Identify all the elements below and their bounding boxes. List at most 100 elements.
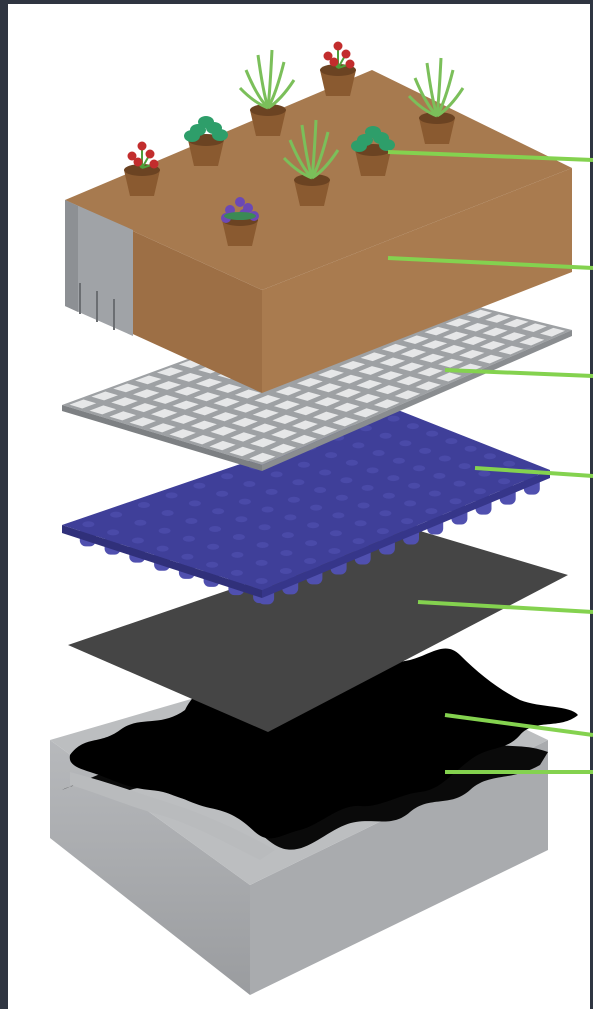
drainage-dimple xyxy=(450,498,462,504)
drainage-dimple xyxy=(340,477,352,483)
leaf xyxy=(351,140,367,152)
drainage-dimple xyxy=(298,462,310,468)
drainage-dimple xyxy=(352,442,364,448)
drainage-dimple xyxy=(259,524,271,530)
drainage-dimple xyxy=(353,538,365,544)
drainage-dimple xyxy=(193,483,205,489)
drainage-dimple xyxy=(419,448,431,454)
drainage-dimple xyxy=(256,560,268,566)
drainage-dimple xyxy=(314,487,326,493)
drainage-dimple xyxy=(404,500,416,506)
drainage-dimple xyxy=(304,558,316,564)
drainage-dimple xyxy=(478,471,490,477)
drainage-dimple xyxy=(271,471,283,477)
red-flower xyxy=(346,60,355,69)
drainage-dimple xyxy=(426,431,438,437)
drainage-dimple xyxy=(162,510,174,516)
drainage-dimple xyxy=(445,438,457,444)
drainage-dimple xyxy=(157,546,169,552)
drainage-dimple xyxy=(280,568,292,574)
drainage-dimple xyxy=(355,520,367,526)
drainage-dimple xyxy=(439,456,451,462)
drainage-dimple xyxy=(231,552,243,558)
drainage-dimple xyxy=(138,502,150,508)
drainage-dimple xyxy=(185,518,197,524)
drainage-dimple xyxy=(401,518,413,524)
soil-edge-panel-shade xyxy=(65,200,78,312)
leaf xyxy=(379,139,395,151)
drainage-dimple xyxy=(292,479,304,485)
drainage-dimple xyxy=(132,538,144,544)
leaf xyxy=(184,130,200,142)
drainage-dimple xyxy=(216,491,228,497)
drainage-dimple xyxy=(239,499,251,505)
drainage-dimple xyxy=(134,520,146,526)
drainage-dimple xyxy=(266,489,278,495)
drainage-dimple xyxy=(399,440,411,446)
leaf xyxy=(365,126,381,138)
drainage-dimple xyxy=(433,473,445,479)
drainage-dimple xyxy=(257,542,269,548)
drainage-dimple xyxy=(407,423,419,429)
drainage-dimple xyxy=(256,578,268,584)
drainage-dimple xyxy=(330,530,342,536)
drainage-dimple xyxy=(107,529,119,535)
drainage-dimple xyxy=(207,544,219,550)
red-flower xyxy=(138,142,147,151)
drainage-dimple xyxy=(159,528,171,534)
drainage-dimple xyxy=(380,433,392,439)
drainage-dimple xyxy=(262,507,274,513)
drainage-dimple xyxy=(484,453,496,459)
drainage-dimple xyxy=(166,492,178,498)
drainage-dimple xyxy=(110,512,122,518)
drainage-dimple xyxy=(206,562,218,568)
drainage-dimple xyxy=(82,521,94,527)
red-flower xyxy=(334,42,343,51)
leaf xyxy=(198,116,214,128)
drainage-dimple xyxy=(319,470,331,476)
drainage-dimple xyxy=(235,516,247,522)
drainage-dimple xyxy=(181,554,193,560)
drainage-dimple xyxy=(383,493,395,499)
purple-flower xyxy=(235,197,245,207)
drainage-dimple xyxy=(305,540,317,546)
drainage-dimple xyxy=(465,446,477,452)
drainage-dimple xyxy=(310,505,322,511)
drainage-dimple xyxy=(413,465,425,471)
drainage-dimple xyxy=(408,483,420,489)
red-flower xyxy=(150,160,159,169)
drainage-dimple xyxy=(212,508,224,514)
drainage-dimple xyxy=(336,495,348,501)
drainage-dimple xyxy=(307,522,319,528)
drainage-dimple xyxy=(243,481,255,487)
drainage-dimple xyxy=(328,548,340,554)
drainage-dimple xyxy=(393,458,405,464)
drainage-dimple xyxy=(459,463,471,469)
drainage-dimple xyxy=(231,570,243,576)
drainage-dimple xyxy=(379,510,391,516)
drainage-dimple xyxy=(454,481,466,487)
drainage-dimple xyxy=(221,473,233,479)
drainage-dimple xyxy=(373,450,385,456)
drainage-dimple xyxy=(183,536,195,542)
red-flower xyxy=(342,50,351,59)
red-flower xyxy=(146,150,155,159)
drainage-dimple xyxy=(233,534,245,540)
drainage-dimple xyxy=(387,475,399,481)
drainage-dimple xyxy=(377,528,389,534)
drainage-dimple xyxy=(325,452,337,458)
drainage-dimple xyxy=(474,488,486,494)
drainage-dimple xyxy=(288,497,300,503)
drainage-dimple xyxy=(367,467,379,473)
leaf xyxy=(224,212,256,220)
drainage-dimple xyxy=(332,512,344,518)
drainage-dimple xyxy=(498,478,510,484)
red-flower xyxy=(330,58,339,67)
drainage-dimple xyxy=(358,503,370,509)
drainage-dimple xyxy=(362,485,374,491)
drainage-dimple xyxy=(189,500,201,506)
drainage-dimple xyxy=(282,532,294,538)
drainage-dimple xyxy=(346,460,358,466)
